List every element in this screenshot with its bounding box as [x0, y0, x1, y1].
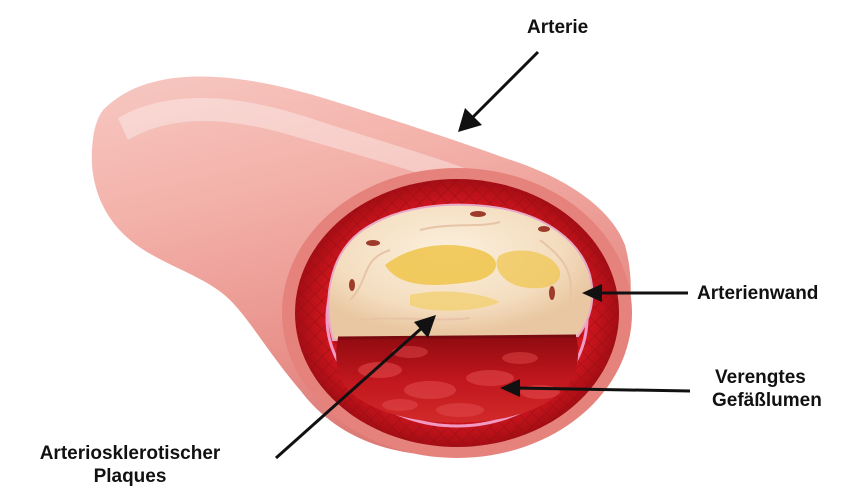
plaque-spot: [349, 279, 355, 291]
label-plaque-line2: Plaques: [14, 465, 246, 488]
label-plaque: Arteriosklerotischer Plaques: [14, 442, 246, 488]
label-narrowed-lumen-line2: Gefäßlumen: [712, 389, 822, 412]
label-artery-wall: Arterienwand: [697, 282, 818, 305]
lumen-top-edge: [338, 336, 576, 338]
plaque-spot: [366, 240, 380, 246]
label-narrowed-lumen-line1: Verengtes: [715, 366, 822, 389]
label-artery-text: Arterie: [527, 16, 588, 39]
plaque-spot: [549, 286, 555, 300]
label-plaque-line1: Arteriosklerotischer: [14, 442, 246, 465]
plaque-spot: [538, 226, 550, 232]
arrow-artery: [458, 52, 538, 132]
label-artery: Arterie: [527, 16, 588, 39]
label-artery-wall-text: Arterienwand: [697, 282, 818, 305]
arrow-artery-wall: [582, 284, 688, 302]
label-narrowed-lumen: Verengtes Gefäßlumen: [715, 366, 822, 412]
plaque-spot: [470, 211, 486, 217]
